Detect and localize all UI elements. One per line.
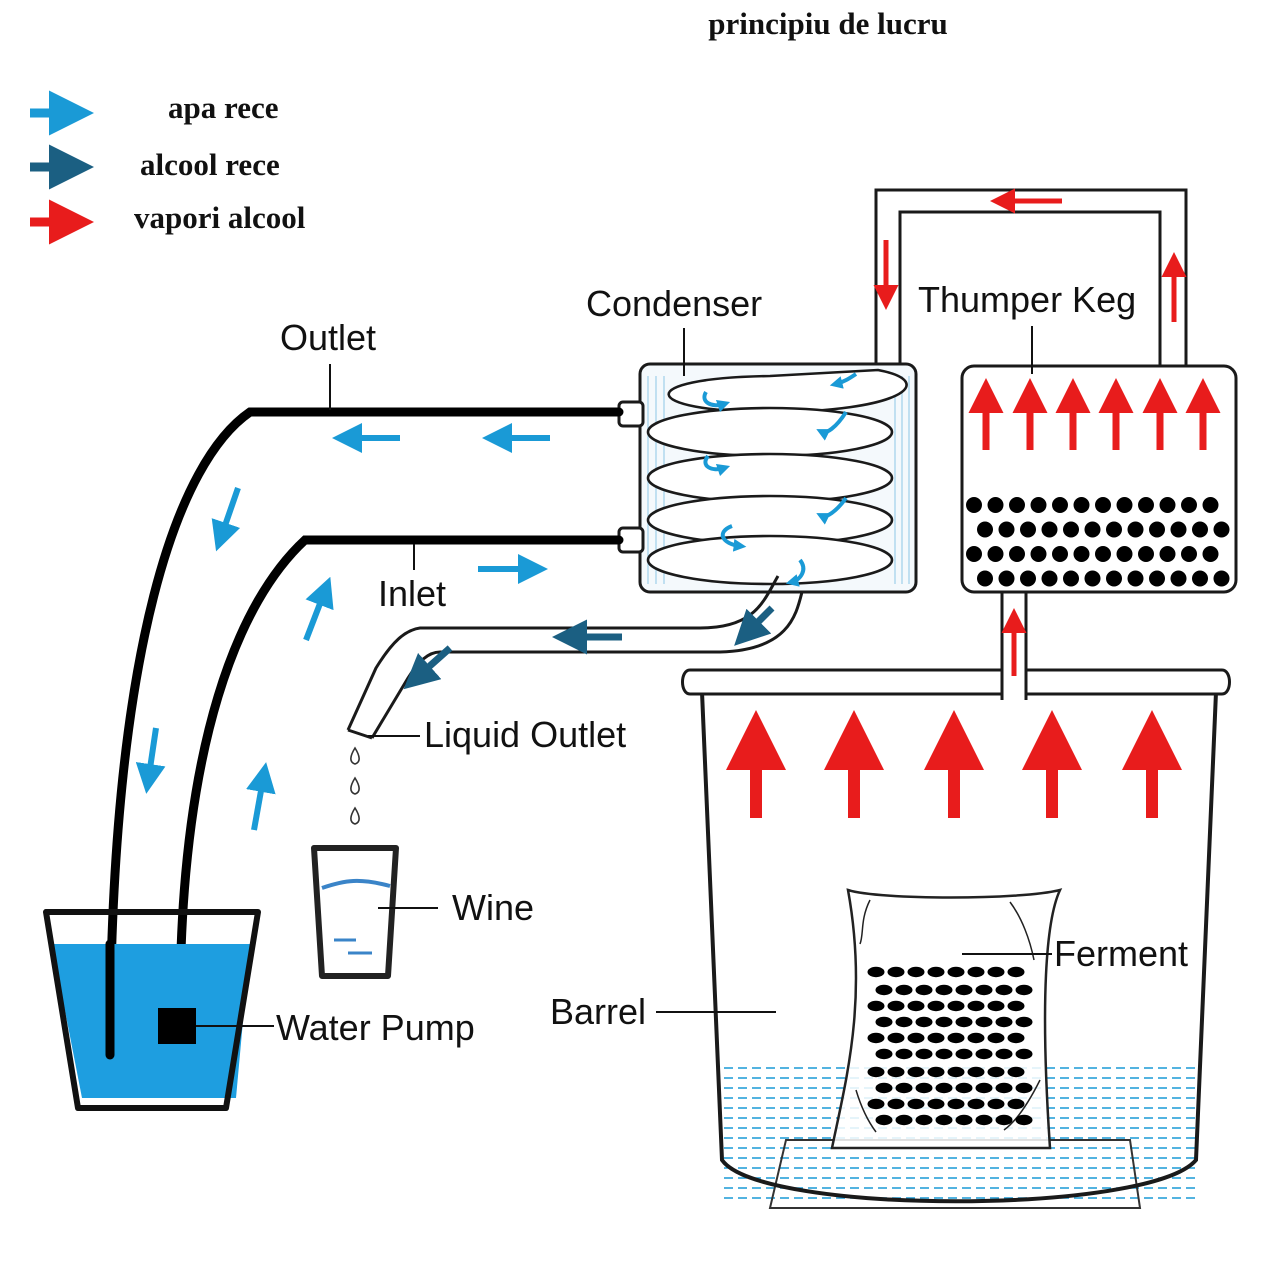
liquid-drops	[350, 746, 360, 825]
leader-lines	[196, 326, 1052, 1027]
legend-label: vapori alcool	[134, 200, 306, 235]
keg-vapor-arrows	[968, 378, 1221, 450]
cold-water-arrow-icon	[303, 576, 334, 642]
cold-water-arrow-icon	[246, 762, 276, 831]
condenser-coil	[646, 368, 908, 586]
ferment-bag	[830, 888, 1063, 1150]
thumper-keg	[960, 364, 1238, 700]
page-title: principiu de lucru	[708, 6, 947, 41]
outlet-hose	[105, 407, 624, 1060]
label-wine: Wine	[452, 887, 534, 928]
label-liquid-outlet: Liquid Outlet	[424, 714, 626, 755]
legend-cold-water: apa rece	[30, 90, 278, 136]
drop-icon	[350, 746, 360, 765]
vapor-return-pipe	[873, 188, 1188, 368]
inlet-hose	[175, 535, 624, 1015]
cold-alcohol-arrow-icon	[403, 645, 453, 690]
label-condenser: Condenser	[586, 283, 762, 324]
label-barrel: Barrel	[550, 991, 646, 1032]
label-water-pump: Water Pump	[276, 1007, 475, 1048]
water-bucket	[43, 909, 261, 1111]
cold-alcohol-arrow-icon	[734, 605, 775, 646]
cold-water-arrow-icon	[211, 487, 241, 552]
label-ferment: Ferment	[1054, 933, 1188, 974]
coil-flow-arrows	[702, 372, 858, 587]
label-thumper-keg: Thumper Keg	[918, 279, 1136, 320]
legend-alcohol-vapor: vapori alcool	[30, 199, 306, 245]
drop-icon	[350, 806, 360, 825]
drop-icon	[350, 776, 360, 795]
legend-label: apa rece	[168, 90, 278, 125]
wine-glass	[311, 845, 399, 979]
label-inlet: Inlet	[378, 573, 446, 614]
ferment-grains	[867, 966, 1033, 1126]
legend-cold-alcohol: alcool rece	[30, 144, 280, 190]
component-labels: Condenser Thumper Keg Outlet Inlet Liqui…	[276, 279, 1188, 1048]
legend: apa rece alcool rece vapori alcool	[30, 90, 306, 245]
cold-water-arrow-icon	[135, 727, 166, 794]
water-hoses	[105, 407, 624, 1060]
condenser	[617, 362, 918, 594]
barrel-vapor-arrows	[726, 710, 1182, 818]
label-outlet: Outlet	[280, 317, 376, 358]
keg-liquid-dots	[966, 497, 1230, 587]
legend-label: alcool rece	[140, 147, 280, 182]
water-pump-body	[158, 1008, 196, 1044]
